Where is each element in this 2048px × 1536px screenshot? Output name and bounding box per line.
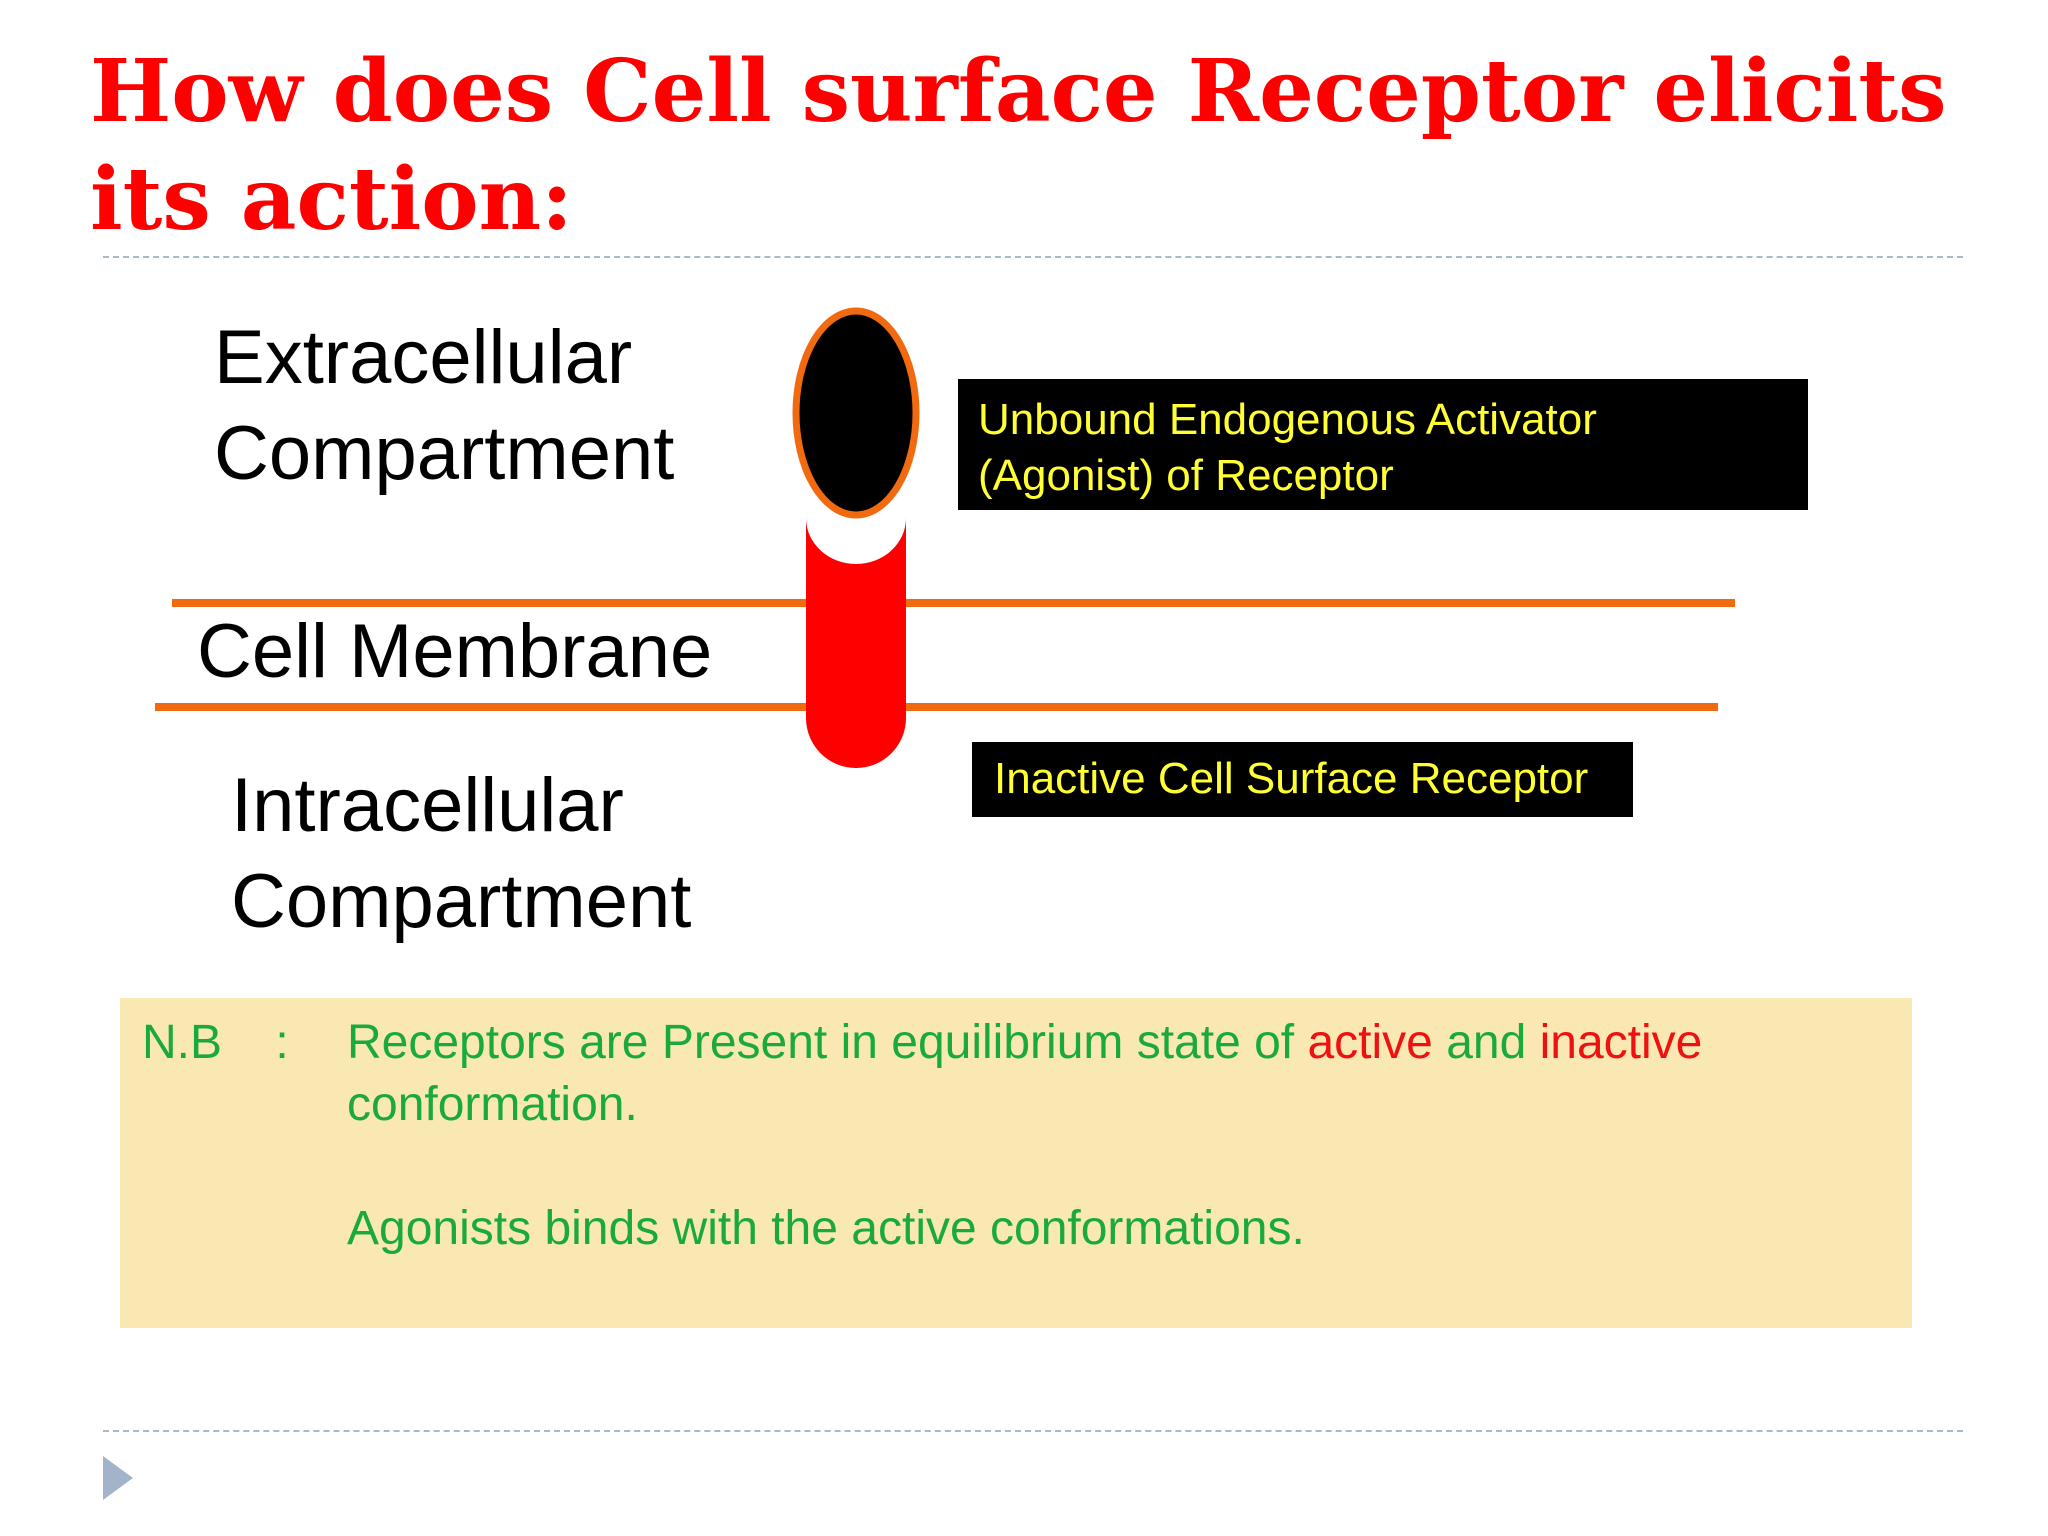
bottom-divider [103, 1430, 1963, 1432]
intracellular-label: Intracellular Compartment [231, 763, 692, 944]
inactive-word: inactive [1539, 1016, 1703, 1069]
note-box: N.B : Receptors are Present in equilibri… [120, 998, 1912, 1328]
top-divider [103, 256, 1963, 258]
note-line-2: Agonists binds with the active conformat… [347, 1202, 1305, 1255]
note-prefix: N.B : [142, 1016, 289, 1069]
cell-membrane-label: Cell Membrane [197, 609, 713, 694]
note-line-1: Receptors are Present in equilibrium sta… [347, 1016, 1703, 1131]
extracellular-label: Extracellular Compartment [214, 315, 675, 496]
note-body: Receptors are Present in equilibrium sta… [347, 1012, 1877, 1260]
agonist-callout: Unbound Endogenous Activator (Agonist) o… [958, 379, 1808, 510]
receptor-body [806, 518, 906, 768]
receptor-callout: Inactive Cell Surface Receptor [972, 742, 1633, 817]
triangle-right-icon[interactable] [103, 1456, 133, 1500]
slide-title: How does Cell surface Receptor elicits i… [90, 41, 1947, 250]
agonist-ellipse [792, 307, 920, 519]
active-word: active [1307, 1016, 1433, 1069]
